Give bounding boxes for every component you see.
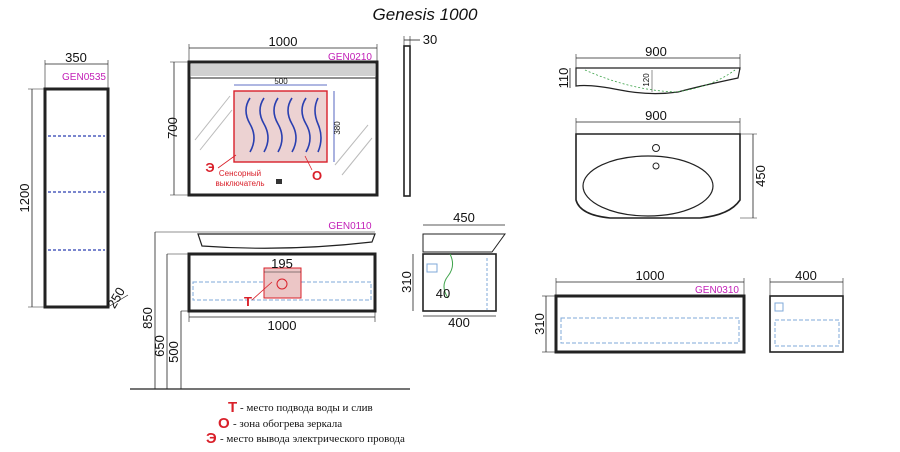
cabinet-code: GEN0310 (695, 285, 739, 296)
heat-width-dim: 500 (274, 77, 288, 86)
height-650-dim: 650 (152, 335, 167, 357)
vanity-side-width-bottom: 400 (448, 315, 470, 330)
heat-height-dim: 380 (333, 121, 342, 135)
mirror-code: GEN0210 (328, 52, 372, 63)
mark-e: Э (205, 160, 214, 175)
cabinet-width-dim: 1000 (636, 268, 665, 283)
basin-width-top: 900 (645, 44, 667, 59)
tap-offset-dim: 195 (271, 256, 293, 271)
basin-width-plan: 900 (645, 108, 667, 123)
sensor-label-1: Сенсорный (219, 169, 261, 178)
legend-mark-3: Э (206, 430, 217, 447)
mirror-side-drawing: 30 (403, 32, 437, 197)
mark-t: Т (244, 294, 252, 309)
vanity-code: GEN0110 (328, 221, 372, 232)
vanity-side-width-top: 450 (453, 210, 475, 225)
basin-plan-drawing: 900 450 (575, 108, 768, 219)
vanity-side-pipe: 40 (436, 286, 450, 301)
legend-text-2: - зона обогрева зеркала (233, 418, 342, 430)
legend: Т - место подвода воды и слив О - зона о… (206, 399, 405, 447)
height-850-dim: 850 (140, 307, 155, 329)
mirror-width-dim: 1000 (269, 34, 298, 49)
pencil-case-drawing: 350 GEN0535 1200 250 (17, 50, 129, 311)
cabinet-side-width: 400 (795, 268, 817, 283)
vanity-side-height: 310 (399, 271, 414, 293)
cabinet-side-drawing: 400 (769, 268, 844, 353)
sensor-label-2: выключатель (215, 179, 264, 188)
pencil-height-dim: 1200 (17, 184, 32, 213)
basin-side-drawing: 900 120 110 (556, 44, 741, 95)
basin-inner-depth: 120 (642, 73, 651, 87)
vanity-front-drawing: GEN0110 195 Т 1000 850 650 500 (130, 221, 410, 390)
height-500-dim: 500 (166, 341, 181, 363)
cabinet-height-dim: 310 (532, 313, 547, 335)
legend-text-1: - место подвода воды и слив (240, 402, 373, 414)
legend-text-3: - место вывода электрического провода (220, 433, 405, 445)
pencil-code: GEN0535 (62, 72, 106, 83)
vanity-width-dim: 1000 (268, 318, 297, 333)
basin-depth-side: 110 (556, 68, 571, 89)
vanity-side-drawing: 450 40 310 400 (399, 210, 506, 330)
pencil-width-dim: 350 (65, 50, 87, 65)
mirror-depth-dim: 30 (423, 32, 437, 47)
page-title: Genesis 1000 (373, 5, 478, 24)
mark-o: O (312, 168, 322, 183)
mirror-drawing: 1000 GEN0210 500 380 700 Э O Сенсорный в… (165, 34, 379, 197)
mirror-height-dim: 700 (165, 117, 180, 139)
legend-mark-1: Т (228, 399, 237, 416)
cabinet-front-drawing: 1000 GEN0310 310 (532, 268, 746, 354)
basin-depth-plan: 450 (753, 165, 768, 187)
legend-mark-2: О (218, 415, 230, 432)
